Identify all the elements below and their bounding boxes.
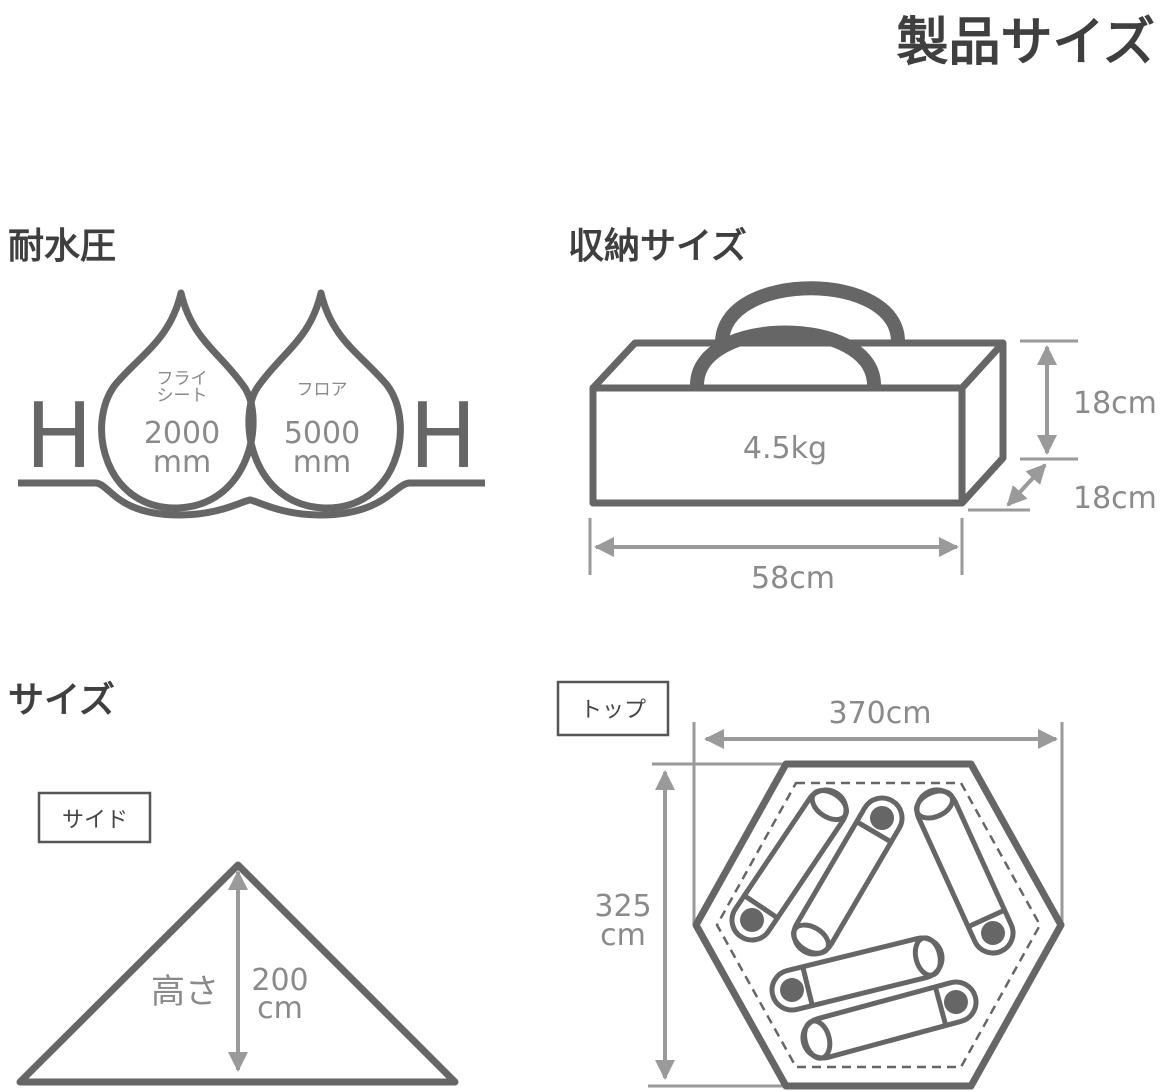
sleeping-bag-icon <box>914 787 1016 956</box>
side-label-box <box>37 791 152 844</box>
floor-value: 5000 <box>284 416 360 451</box>
fly-sheet-label-2: シート <box>157 386 208 406</box>
fly-sheet-unit: mm <box>153 445 211 480</box>
h-right: H <box>409 384 477 489</box>
storage-heading: 収納サイズ <box>568 225 747 267</box>
depth-dimension <box>1006 463 1047 507</box>
tent-side-icon <box>16 861 459 1086</box>
side-label: サイド <box>62 808 128 833</box>
tent-top-icon <box>692 760 1065 1090</box>
storage-depth: 18cm <box>1073 481 1157 516</box>
water-resistance-heading: 耐水圧 <box>8 226 116 267</box>
water-drop-icons <box>18 289 485 519</box>
sleeping-bag-icon <box>729 787 849 943</box>
top-width: 370cm <box>829 696 932 731</box>
top-label: トップ <box>580 698 646 723</box>
storage-width: 58cm <box>751 561 835 596</box>
height-value: 200 <box>251 963 308 998</box>
sleeping-bag-icon <box>800 979 979 1061</box>
top-depth-unit: cm <box>600 918 646 953</box>
floor-label: フロア <box>297 380 348 400</box>
storage-bag-icon <box>589 281 1007 507</box>
fly-sheet-label-1: フライ <box>157 369 208 389</box>
storage-weight: 4.5kg <box>743 431 827 466</box>
height-unit: cm <box>257 991 303 1026</box>
sleeping-bag-icon <box>769 935 945 1013</box>
page-title: 製品サイズ <box>897 13 1155 73</box>
top-label-box <box>556 680 670 737</box>
fly-sheet-value: 2000 <box>144 416 220 451</box>
size-heading: サイズ <box>8 679 115 721</box>
height-label: 高さ <box>151 972 219 1012</box>
storage-height: 18cm <box>1073 386 1157 421</box>
floor-unit: mm <box>293 445 351 480</box>
sleeping-bag-icon <box>790 795 905 957</box>
top-depth-value: 325 <box>594 889 651 924</box>
h-left: H <box>25 384 93 489</box>
